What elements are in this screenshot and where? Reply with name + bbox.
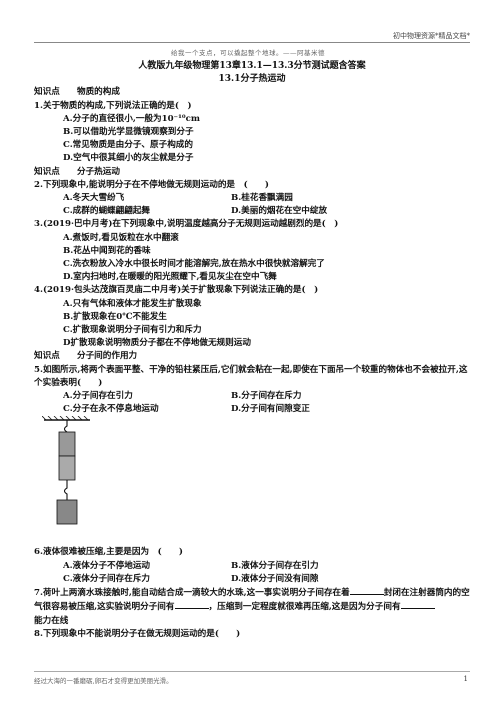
- section-title: 13.1分子热运动: [218, 74, 286, 85]
- option-row: C.成群的蝴蝶翩翩起舞 D.美丽的烟花在空中绽放: [34, 205, 470, 218]
- text-line: B.扩散现象在0℃不能发生: [63, 311, 167, 322]
- text-line: 2.下列现象中,能说明分子在不停地做无规则运动的是 ( ): [34, 179, 269, 190]
- q5-options: A.分子间存在引力 B.分子间存在斥力 C.分子在永不停息地运动 D.分子间有间隙变正: [34, 390, 470, 416]
- q5-stem: 5.如图所示,将两个表面平整、干净的铅柱紧压后,它们就会粘在一起,即使在下面吊一…: [34, 364, 468, 388]
- answer-option: C.液体分子间存在斥力: [63, 573, 151, 584]
- q7-blank-3[interactable]: [400, 600, 435, 610]
- answer-option: C.分子在永不停息地运动: [63, 404, 159, 415]
- q7-blank-1[interactable]: [349, 586, 384, 596]
- text-line: B.可以借助光学显微镜观察到分子: [63, 127, 194, 138]
- text-line: 8.下列现象中不能说明分子在做无规则运动的是( ): [34, 628, 241, 639]
- answer-option: D.美丽的烟花在空中绽放: [231, 206, 328, 217]
- q7-part1: 7.荷叶上两滴水珠接触时,能自动结合成一滴较大的水珠,这一事实说明分子间存在着: [34, 588, 350, 599]
- q7-part3: ，压缩到一定程度就很难再压缩,这是因为分子间有: [208, 602, 401, 613]
- text-line: A.只有气体和液体才能发生扩散现象: [63, 298, 202, 309]
- q6-options: A.液体分子不停地运动 B.液体分子间存在引力 C.液体分子间存在斥力 D.液体分子间…: [34, 560, 470, 586]
- text-line: 知识点 分子热运动: [34, 166, 120, 177]
- footer-rule: [34, 671, 470, 672]
- lead-cylinders-diagram: [42, 416, 90, 525]
- header-motto: 给我一个支点，可以撬起整个地球。——阿基米德: [171, 49, 325, 57]
- text-line: D.室内扫地时,在暖暖的阳光照耀下,看见灰尘在空中飞舞: [63, 272, 277, 283]
- text-line: A.分子的直径很小,一般为10⁻¹⁰cm: [63, 113, 200, 124]
- answer-option: A.分子间存在引力: [63, 391, 133, 402]
- header-tag: 初中物理资源*精品文档*: [393, 32, 470, 40]
- text-line: 1.关于物质的构成,下列说法正确的是( ): [34, 100, 192, 111]
- q7-blank-2[interactable]: [174, 600, 209, 610]
- answer-option: C.成群的蝴蝶翩翩起舞: [63, 206, 151, 217]
- question-block-2: 3.(2019·巴中月考)在下列现象中,说明温度越高分子无规则运动越剧烈的是( …: [34, 218, 470, 363]
- q7-part2: 封闭在注射器筒内的空气很容易被压缩,这实验说明分子间有: [34, 588, 470, 613]
- answer-option: B.分子间存在斥力: [231, 391, 302, 402]
- q7-stem: 7.荷叶上两滴水珠接触时,能自动结合成一滴较大的水珠,这一事实说明分子间存在着封…: [34, 586, 470, 614]
- header-rule: [34, 42, 470, 43]
- lead-cylinders-figure: [34, 416, 470, 546]
- option-row: A.冬天大雪纷飞 B.桂花香飘满园: [34, 192, 470, 205]
- text-line: 知识点 分子间的作用力: [34, 351, 138, 362]
- option-row: A.液体分子不停地运动 B.液体分子间存在引力: [34, 560, 470, 573]
- answer-option: A.冬天大雪纷飞: [63, 193, 125, 204]
- text-line: B.花丛中闻到花的香味: [63, 245, 151, 256]
- text-line: D.空气中很其细小的灰尘就是分子: [63, 153, 194, 164]
- text-line: C.洗衣粉放入冷水中很长时间才能溶解完,放在热水中很快就溶解完了: [63, 259, 325, 270]
- option-row: A.分子间存在引力 B.分子间存在斥力: [34, 390, 470, 403]
- text-line: 知识点 物质的构成: [34, 87, 120, 98]
- footer-quote: 经过大海的一番磨砺,卵石才变得更加美丽光滑。: [34, 677, 173, 685]
- page-number: 1: [463, 675, 468, 683]
- question-block-3: 能力在线 8.下列现象中不能说明分子在做无规则运动的是( ): [34, 615, 470, 641]
- answer-option: B.液体分子间存在引力: [231, 560, 319, 571]
- text-line: D扩散现象说明物质分子都在不停地做无规则运动: [63, 338, 251, 349]
- text-line: A.煮饭时,看见饭粒在水中翻滚: [63, 232, 179, 243]
- text-line: 3.(2019·巴中月考)在下列现象中,说明温度越高分子无规则运动越剧烈的是( …: [34, 219, 339, 230]
- document-title: 人教版九年级物理第13章13.1—13.3分节测试题含答案: [138, 61, 366, 71]
- document-body: 人教版九年级物理第13章13.1—13.3分节测试题含答案 13.1分子热运动 …: [34, 60, 470, 641]
- q6-stem: 6.液体很难被压缩,主要是因为 ( ): [34, 547, 184, 558]
- q2-options: A.冬天大雪纷飞 B.桂花香飘满园 C.成群的蝴蝶翩翩起舞 D.美丽的烟花在空中绽放: [34, 192, 470, 218]
- text-line: C.常见物质是由分子、原子构成的: [63, 140, 193, 151]
- option-row: C.液体分子间存在斥力 D.液体分子间没有间隙: [34, 573, 470, 586]
- text-line: 能力在线: [34, 615, 69, 626]
- question-block-1: 知识点 物质的构成 1.关于物质的构成,下列说法正确的是( ) A.分子的直径很小,…: [34, 86, 470, 192]
- answer-option: D.液体分子间没有间隙: [231, 573, 319, 584]
- text-line: 4.(2019·包头达茂旗百灵庙二中月考)关于扩散现象下列说法正确的是( ): [34, 285, 319, 296]
- answer-option: B.桂花香飘满园: [231, 193, 293, 204]
- text-line: C.扩散现象说明分子间有引力和斥力: [63, 325, 202, 336]
- answer-option: A.液体分子不停地运动: [63, 560, 151, 571]
- answer-option: D.分子间有间隙变正: [231, 404, 310, 415]
- option-row: C.分子在永不停息地运动 D.分子间有间隙变正: [34, 403, 470, 416]
